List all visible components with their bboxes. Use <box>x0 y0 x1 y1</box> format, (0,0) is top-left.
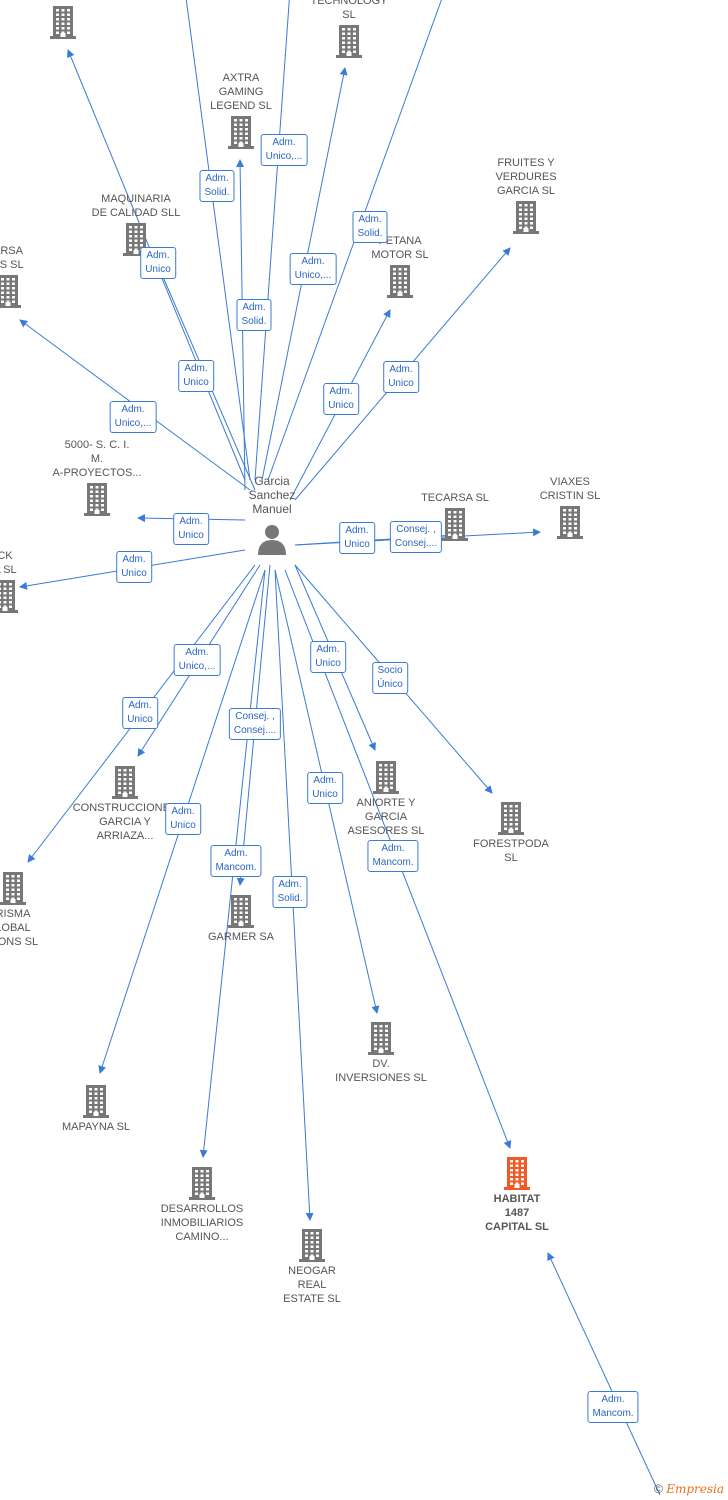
relation-badge[interactable]: Adm. Unico,... <box>109 401 157 433</box>
relation-badge[interactable]: Adm. Unico <box>178 360 214 392</box>
company-node[interactable]: GARMER SA <box>176 894 306 944</box>
relation-badge[interactable]: Adm. Unico <box>122 697 158 729</box>
company-node[interactable]: MAQUINARIA DE CALIDAD SLL <box>71 192 201 256</box>
building-icon <box>498 802 524 835</box>
person-icon <box>258 525 286 555</box>
company-label: DESARROLLOS INMOBILIARIOS CAMINO... <box>160 1203 244 1243</box>
company-label: HABITAT 1487 CAPITAL SL <box>485 1193 549 1233</box>
company-node[interactable]: NEOGAR REAL ESTATE SL <box>247 1228 377 1306</box>
company-node[interactable]: RISMA LOBAL TIONS SL <box>0 871 78 949</box>
company-label: NEOGAR REAL ESTATE SL <box>283 1265 341 1305</box>
relation-badge[interactable]: Adm. Unico <box>173 513 209 545</box>
company-node[interactable]: MAPAYNA SL <box>31 1084 161 1134</box>
relation-badge[interactable]: Adm. Solid. <box>236 299 272 331</box>
company-node[interactable]: 5000- S. C. I. M. A-PROYECTOS... <box>32 438 162 516</box>
relation-badge[interactable]: Adm. Unico <box>165 803 201 835</box>
relation-badge[interactable]: Adm. Unico <box>310 641 346 673</box>
company-label: MAQUINARIA DE CALIDAD SLL <box>91 193 181 219</box>
relation-badge[interactable]: Adm. Unico <box>307 772 343 804</box>
brand-watermark: © Empresia <box>654 1482 724 1496</box>
company-node[interactable]: TECARSA SL <box>390 491 520 541</box>
company-node[interactable]: VIAXES CRISTIN SL <box>505 475 635 539</box>
building-icon <box>228 116 254 149</box>
building-icon <box>123 223 149 256</box>
building-icon <box>442 508 468 541</box>
building-icon <box>557 506 583 539</box>
building-icon <box>228 895 254 928</box>
relation-badge[interactable]: Consej. , Consej.... <box>228 708 282 740</box>
company-node[interactable] <box>0 5 128 41</box>
company-label: TECARSA SL <box>421 492 489 504</box>
company-node[interactable]: ANIORTE Y GARCIA ASESORES SL <box>321 760 451 838</box>
building-icon <box>0 872 26 905</box>
relation-badge[interactable]: Consej. , Consej.... <box>389 521 443 553</box>
building-icon <box>83 1085 109 1118</box>
company-label: CONSTRUCCIONES GARCIA Y ARRIAZA... <box>72 802 178 842</box>
building-icon <box>504 1157 530 1190</box>
company-node[interactable]: FRUITES Y VERDURES GARCIA SL <box>461 156 591 234</box>
relation-badge[interactable]: Adm. Unico,... <box>173 644 221 676</box>
building-icon <box>189 1167 215 1200</box>
company-label: MAPAYNA SL <box>61 1121 131 1133</box>
brand-name: Empresia <box>666 1482 724 1496</box>
relation-badge[interactable]: Adm. Unico <box>116 551 152 583</box>
building-icon <box>513 201 539 234</box>
company-node[interactable]: DESARROLLOS INMOBILIARIOS CAMINO... <box>137 1166 267 1244</box>
relation-badge[interactable]: Adm. Unico <box>339 522 375 554</box>
relation-badge[interactable]: Adm. Unico <box>140 247 176 279</box>
relation-badge[interactable]: Adm. Unico <box>383 361 419 393</box>
company-node[interactable]: HABITAT 1487 CAPITAL SL <box>452 1156 582 1234</box>
company-label: VIAXES CRISTIN SL <box>539 476 601 502</box>
company-label: TECHNOLOGY SL <box>310 0 388 21</box>
company-label: RISMA LOBAL TIONS SL <box>0 908 39 948</box>
company-node[interactable]: CK A SL <box>0 549 70 613</box>
company-node[interactable]: AXTRA GAMING LEGEND SL <box>176 71 306 149</box>
company-node[interactable]: ARSA ES SL <box>0 244 73 308</box>
relation-badge[interactable]: Adm. Unico,... <box>260 134 308 166</box>
company-label: DV. INVERSIONES SL <box>335 1058 427 1084</box>
relation-badge[interactable]: Adm. Unico,... <box>289 253 337 285</box>
company-node[interactable]: CONSTRUCCIONES GARCIA Y ARRIAZA... <box>60 765 190 843</box>
building-icon <box>336 25 362 58</box>
relation-badge[interactable]: Adm. Unico <box>323 383 359 415</box>
company-label: 5000- S. C. I. M. A-PROYECTOS... <box>52 439 142 479</box>
relation-badge[interactable]: Adm. Solid. <box>352 211 388 243</box>
company-node[interactable]: DV. INVERSIONES SL <box>316 1021 446 1085</box>
building-icon <box>50 6 76 39</box>
company-node[interactable]: TECHNOLOGY SL <box>284 0 414 58</box>
company-node[interactable]: PETANA MOTOR SL <box>335 234 465 298</box>
person-label: Garcia Sanchez Manuel <box>248 474 296 516</box>
company-label: PETANA MOTOR SL <box>371 235 429 261</box>
relation-badge[interactable]: Socio Único <box>372 662 408 694</box>
building-icon <box>84 483 110 516</box>
company-label: CK A SL <box>0 550 17 576</box>
person-node[interactable]: Garcia Sanchez Manuel <box>227 474 317 559</box>
building-icon <box>368 1022 394 1055</box>
company-label: AXTRA GAMING LEGEND SL <box>210 72 272 112</box>
company-label: ARSA ES SL <box>0 245 24 271</box>
relation-badge[interactable]: Adm. Solid. <box>199 170 235 202</box>
relation-badge[interactable]: Adm. Mancom. <box>587 1391 639 1423</box>
edge-line <box>254 0 290 481</box>
building-icon <box>387 265 413 298</box>
relation-badge[interactable]: Adm. Solid. <box>272 876 308 908</box>
building-icon <box>112 766 138 799</box>
building-icon <box>0 275 21 308</box>
edge-line <box>185 0 251 481</box>
company-label: FRUITES Y VERDURES GARCIA SL <box>495 157 557 197</box>
relation-badge[interactable]: Adm. Mancom. <box>210 845 262 877</box>
company-node[interactable]: FORESTPODA SL <box>446 801 576 865</box>
relation-badge[interactable]: Adm. Mancom. <box>367 840 419 872</box>
company-label: GARMER SA <box>207 931 274 943</box>
building-icon <box>373 761 399 794</box>
building-icon <box>299 1229 325 1262</box>
edge-line <box>547 1252 661 1496</box>
building-icon <box>0 580 18 613</box>
company-label: ANIORTE Y GARCIA ASESORES SL <box>347 797 425 837</box>
copyright-symbol: © <box>654 1482 663 1496</box>
company-label: FORESTPODA SL <box>473 838 549 864</box>
